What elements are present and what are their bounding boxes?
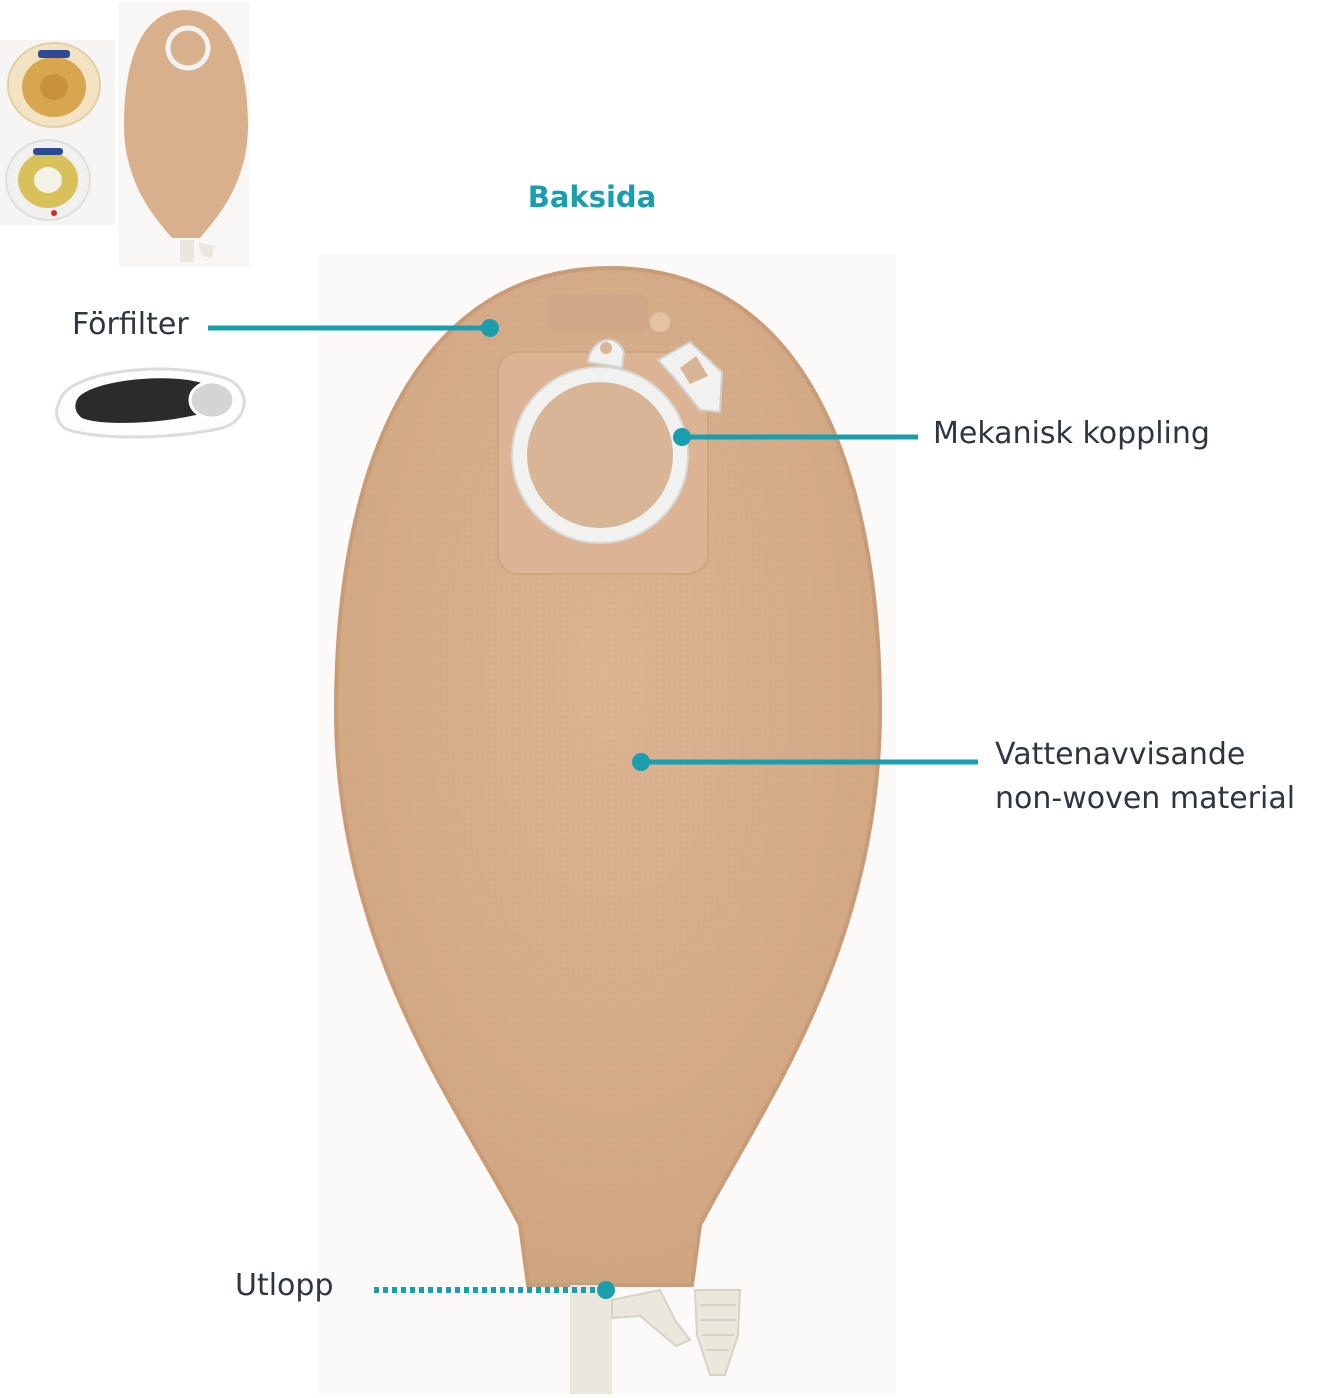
filter-illustration (57, 369, 245, 437)
label-vattenavvisande: Vattenavvisande non-woven material (995, 733, 1295, 821)
base-plate-thumbnail-2 (6, 140, 90, 220)
diagram-title: Baksida (492, 180, 692, 214)
filter-vent (650, 312, 670, 332)
label-vattenavvisande-line1: Vattenavvisande (995, 733, 1295, 777)
base-plate-thumbnail-1 (8, 43, 100, 127)
thumbnail-group (0, 2, 250, 267)
filter-seam (548, 294, 648, 332)
label-utlopp: Utlopp (235, 1264, 334, 1308)
label-mekanisk-koppling: Mekanisk koppling (933, 412, 1210, 456)
label-forfilter: Förfilter (72, 303, 189, 347)
label-vattenavvisande-line2: non-woven material (995, 777, 1295, 821)
